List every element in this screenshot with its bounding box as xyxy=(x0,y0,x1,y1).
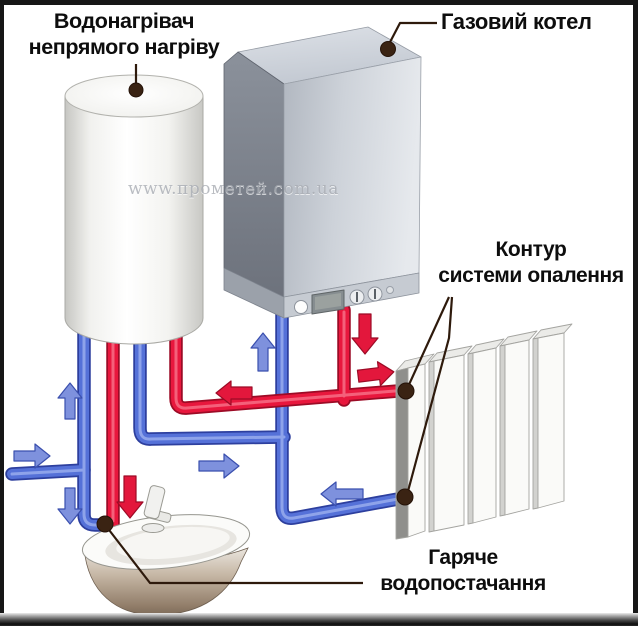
label-water-heater-line1: Водонагрівач xyxy=(53,9,195,33)
label-hot-water-supply: Гаряче водопостачання xyxy=(368,545,558,597)
arrow-cold-right-return xyxy=(198,453,240,479)
sink-basin-inner xyxy=(116,526,230,560)
arrow-cold-up-to-tank xyxy=(57,382,83,420)
boiler-power-button xyxy=(294,300,308,314)
boiler-front-face xyxy=(283,56,422,298)
leader-gas-boiler xyxy=(387,21,437,47)
faucet-body xyxy=(143,485,166,520)
hot-water-pipes xyxy=(106,303,405,531)
radiator-section xyxy=(433,354,465,532)
dot-radiator-return xyxy=(396,488,414,506)
boiler-lcd-screen xyxy=(315,293,341,310)
dot-radiator-supply xyxy=(397,382,415,400)
label-hot-water-supply-line1: Гаряче xyxy=(428,546,498,569)
label-water-heater: Водонагрівач непрямого нагріву xyxy=(12,8,236,60)
leader-circuit-return xyxy=(405,296,454,496)
frame-top xyxy=(0,0,638,5)
arrow-hot-left-to-tank xyxy=(215,380,253,406)
radiator-section-edge xyxy=(467,352,474,525)
label-heating-circuit: Контур системи опалення xyxy=(424,237,638,289)
radiator-section xyxy=(472,347,497,524)
arrow-cold-left-from-radiator xyxy=(320,481,364,507)
label-water-heater-line2: непрямого нагріву xyxy=(28,35,220,59)
gas-boiler xyxy=(223,26,422,319)
arrow-hot-down-from-boiler xyxy=(351,313,379,355)
dot-water-heater xyxy=(128,82,144,98)
radiator-section-edge xyxy=(532,337,539,510)
leader-lines xyxy=(105,21,454,585)
dot-gas-boiler xyxy=(380,41,396,57)
frame-right xyxy=(633,0,638,626)
faucet xyxy=(141,485,172,533)
label-heating-circuit-line2: системи опалення xyxy=(438,264,624,287)
arrow-cold-up-to-boiler xyxy=(250,332,276,372)
anchor-dots xyxy=(96,41,415,533)
frame-bottom xyxy=(0,613,638,626)
boiler-left-face xyxy=(223,51,285,298)
arrow-cold-down-to-faucet xyxy=(57,487,83,525)
dot-sink xyxy=(96,515,114,533)
boiler-small-button xyxy=(386,286,394,294)
label-gas-boiler: Газовий котел xyxy=(441,9,592,34)
arrow-hot-right-to-radiator xyxy=(356,361,395,387)
leader-hot-water xyxy=(105,525,363,585)
arrow-cold-inlet-right xyxy=(13,443,51,469)
leader-circuit-supply xyxy=(405,296,451,390)
faucet-base xyxy=(141,523,165,533)
flow-arrows xyxy=(13,313,395,525)
radiator-section-edge xyxy=(428,360,435,533)
radiator xyxy=(395,323,573,540)
arrow-hot-down-to-faucet xyxy=(116,475,144,519)
radiator-section xyxy=(537,332,565,509)
cold-water-pipes xyxy=(5,293,405,532)
radiator-section xyxy=(504,339,530,516)
watermark: www.прометей.com.ua xyxy=(128,179,339,199)
tank-body xyxy=(64,95,204,345)
water-heater-tank xyxy=(64,74,204,345)
label-hot-water-supply-line2: водопостачання xyxy=(380,572,546,595)
radiator-section-edge xyxy=(499,344,506,517)
sink xyxy=(81,514,251,616)
label-heating-circuit-line1: Контур xyxy=(495,238,567,261)
frame-left xyxy=(0,0,4,626)
